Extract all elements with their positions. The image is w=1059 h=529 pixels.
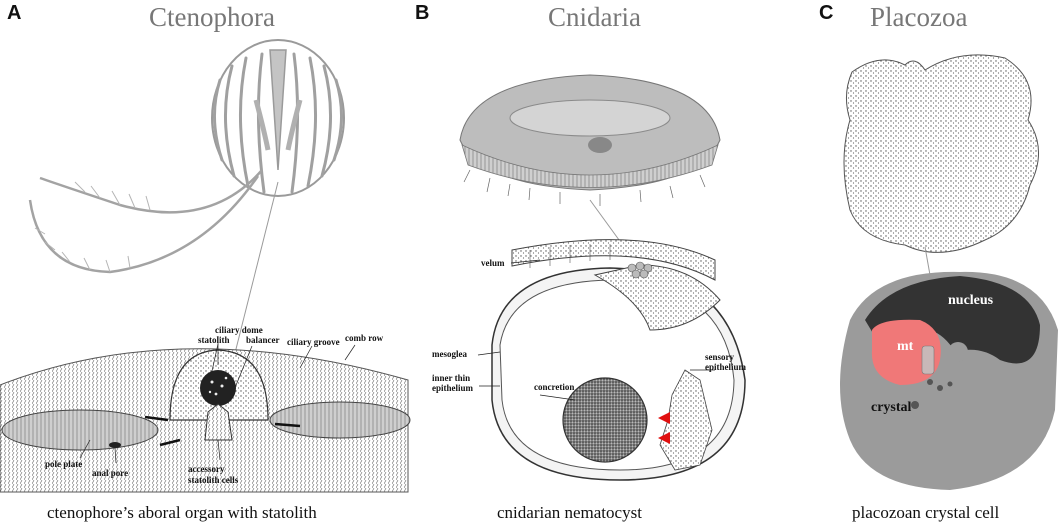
panel-c-caption: placozoan crystal cell xyxy=(852,503,1000,522)
label-epithelium-sensory: epithelium xyxy=(705,362,747,372)
label-ciliary-dome: ciliary dome xyxy=(215,325,263,335)
label-statolith-cells: statolith cells xyxy=(188,475,239,485)
label-ciliary-groove: ciliary groove xyxy=(287,337,340,347)
panel-a-letter: A xyxy=(7,2,22,24)
label-nucleus: nucleus xyxy=(948,293,994,308)
panel-b-letter: B xyxy=(415,2,430,24)
label-statolith: statolith xyxy=(198,335,230,345)
placozoan-illustration xyxy=(843,54,1039,276)
ctenophore-illustration xyxy=(28,39,345,366)
label-anal-pore: anal pore xyxy=(92,468,128,478)
panel-b-caption: cnidarian nematocyst xyxy=(497,503,642,522)
label-comb-row: comb row xyxy=(345,333,384,343)
label-concretion: concretion xyxy=(534,382,574,392)
statocyst-illustration: velum mesoglea inner thin epithelium con… xyxy=(432,239,747,481)
panel-c-title: Placozoa xyxy=(870,2,968,32)
panel-a-title: Ctenophora xyxy=(149,2,275,32)
medusa-illustration xyxy=(459,74,721,256)
label-pole-plate: pole plate xyxy=(45,459,82,469)
label-inner-thin: inner thin xyxy=(432,373,470,383)
label-sensory: sensory xyxy=(705,352,734,362)
aboral-organ-illustration: ciliary dome statolith balancer ciliary … xyxy=(0,325,411,493)
panel-b-title: Cnidaria xyxy=(548,2,641,32)
label-crystal: crystal xyxy=(871,400,912,415)
label-velum: velum xyxy=(481,258,505,268)
panel-c-letter: C xyxy=(819,2,834,24)
crystal-cell-illustration: nucleus mt crystal xyxy=(840,271,1058,490)
label-epithelium-inner: epithelium xyxy=(432,383,474,393)
label-mt: mt xyxy=(897,339,914,354)
panel-a-caption: ctenophore’s aboral organ with statolith xyxy=(47,503,317,522)
label-mesoglea: mesoglea xyxy=(432,349,467,359)
label-accessory: accessory xyxy=(188,464,225,474)
label-balancer: balancer xyxy=(246,335,280,345)
